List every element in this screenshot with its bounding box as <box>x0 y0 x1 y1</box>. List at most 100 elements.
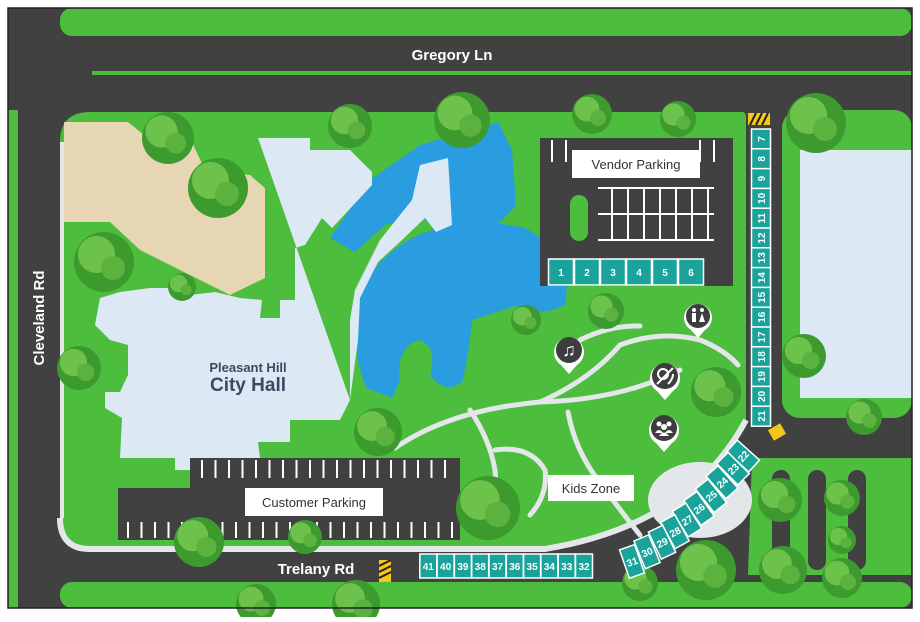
stall-number: 34 <box>544 562 556 573</box>
barricade-east <box>767 423 787 441</box>
stall-19[interactable]: 19 <box>750 365 772 388</box>
stall-41[interactable]: 41 <box>419 553 438 579</box>
stall-number: 31 <box>625 556 640 570</box>
music-icon: ♫ <box>562 340 576 360</box>
stall-9[interactable]: 9 <box>750 167 772 190</box>
stall-14[interactable]: 14 <box>750 266 772 289</box>
stall-number: 37 <box>492 562 504 573</box>
tree <box>328 104 372 148</box>
tree <box>511 305 541 335</box>
stall-10[interactable]: 10 <box>750 187 772 210</box>
stall-15[interactable]: 15 <box>750 286 772 309</box>
stall-number: 29 <box>655 536 670 551</box>
city-hall-building <box>95 138 452 470</box>
stall-17[interactable]: 17 <box>750 326 772 348</box>
stall-30[interactable]: 30 <box>632 533 662 570</box>
stall-34[interactable]: 34 <box>540 553 559 579</box>
stall-29[interactable]: 29 <box>647 524 677 561</box>
stall-16[interactable]: 16 <box>750 306 772 328</box>
restroom-marker[interactable] <box>684 303 712 338</box>
stall-number: 9 <box>757 175 768 181</box>
stall-number: 14 <box>757 272 768 284</box>
tree <box>288 520 322 554</box>
vendor-parking-label-box <box>572 150 700 178</box>
tree <box>691 367 741 417</box>
street-label-cleveland: Cleveland Rd <box>31 270 48 365</box>
stall-number: 41 <box>423 562 435 573</box>
stall-25[interactable]: 25 <box>694 478 728 514</box>
food-marker[interactable] <box>650 363 680 400</box>
stall-12[interactable]: 12 <box>750 227 772 249</box>
stall-32[interactable]: 32 <box>574 553 594 579</box>
stall-36[interactable]: 36 <box>505 553 525 579</box>
tree <box>758 478 802 522</box>
stall-27[interactable]: 27 <box>671 502 703 538</box>
building-label-line2: City Hall <box>210 375 286 396</box>
customer-parking-label: Customer Parking <box>262 495 366 510</box>
stall-33[interactable]: 33 <box>557 553 576 579</box>
kids-zone-label: Kids Zone <box>562 481 621 496</box>
stall-number: 13 <box>757 252 768 264</box>
stall-4[interactable]: 4 <box>625 258 653 286</box>
tree <box>676 540 736 600</box>
stall-31[interactable]: 31 <box>618 543 646 580</box>
stall-number: 11 <box>757 212 768 223</box>
stall-35[interactable]: 35 <box>522 553 542 579</box>
stall-23[interactable]: 23 <box>715 451 751 486</box>
stall-40[interactable]: 40 <box>436 553 455 579</box>
stall-11[interactable]: 11 <box>750 207 772 229</box>
stall-13[interactable]: 13 <box>750 247 772 269</box>
vendor-lot-island <box>570 195 588 241</box>
stall-number: 33 <box>561 562 573 573</box>
stall-number: 4 <box>636 268 642 279</box>
stall-18[interactable]: 18 <box>750 346 772 368</box>
music-marker[interactable]: ♫ <box>554 337 584 374</box>
stall-39[interactable]: 39 <box>453 553 473 579</box>
stall-number: 35 <box>527 562 539 573</box>
stall-20[interactable]: 20 <box>750 385 772 408</box>
map-frame <box>7 7 913 609</box>
stall-7[interactable]: 7 <box>750 128 772 150</box>
stall-number: 38 <box>475 562 487 573</box>
stall-number: 21 <box>757 410 768 422</box>
tree <box>660 101 696 137</box>
stall-number: 3 <box>610 268 616 279</box>
tree <box>74 232 134 292</box>
trees <box>57 92 882 622</box>
restroom-icon <box>692 308 705 322</box>
tree <box>824 480 860 516</box>
stall-24[interactable]: 24 <box>704 464 740 500</box>
tree <box>332 580 380 622</box>
street-label-trelany: Trelany Rd <box>278 561 355 578</box>
stall-number: 7 <box>757 136 768 142</box>
stall-number: 20 <box>757 390 768 402</box>
building-label-line1: Pleasant Hill <box>209 360 286 375</box>
stall-number: 36 <box>509 562 521 573</box>
stall-number: 6 <box>688 268 694 279</box>
stall-2[interactable]: 2 <box>573 258 601 286</box>
stall-1[interactable]: 1 <box>547 258 575 286</box>
stall-38[interactable]: 38 <box>470 553 490 579</box>
crowd-marker[interactable] <box>649 415 679 452</box>
stall-21[interactable]: 21 <box>750 405 772 427</box>
stall-6[interactable]: 6 <box>677 258 705 286</box>
stall-number: 16 <box>757 311 768 323</box>
tree <box>572 94 612 134</box>
street-label-gregory: Gregory Ln <box>412 47 493 64</box>
stall-number: 40 <box>440 562 452 573</box>
stall-5[interactable]: 5 <box>651 258 679 286</box>
east-stalls: 7 8 9 10 11 12 13 14 15 16 17 18 19 20 21 <box>750 128 772 427</box>
stall-number: 18 <box>757 351 768 363</box>
stall-number: 10 <box>757 192 768 204</box>
stall-3[interactable]: 3 <box>599 258 627 286</box>
tree <box>434 92 490 148</box>
sand-area <box>64 122 265 295</box>
tree <box>786 93 846 153</box>
stall-28[interactable]: 28 <box>659 513 691 550</box>
stall-number: 15 <box>757 291 768 303</box>
stall-number: 39 <box>457 562 469 573</box>
stall-37[interactable]: 37 <box>488 553 507 579</box>
stall-8[interactable]: 8 <box>750 148 772 170</box>
